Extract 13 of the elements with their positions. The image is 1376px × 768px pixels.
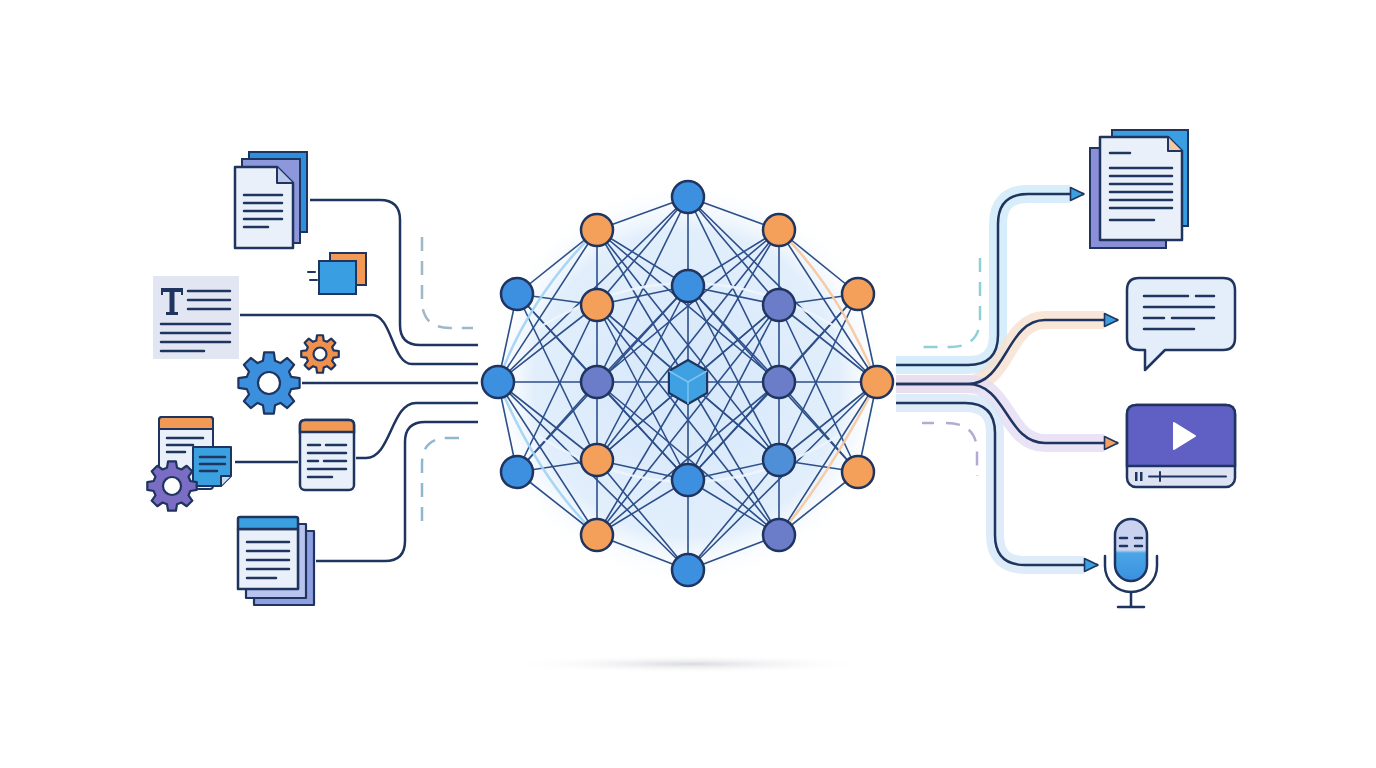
connector-line [240, 313, 478, 366]
connector-line [310, 198, 478, 347]
document-stack-icon [233, 150, 310, 250]
document-stack-icon [236, 515, 316, 607]
connector-line [316, 420, 478, 563]
text-document-icon [152, 275, 240, 360]
connector-line [302, 381, 478, 385]
documents-gear-icon [145, 414, 235, 514]
form-icon [298, 418, 356, 492]
arrow [896, 382, 1119, 451]
connector-line [235, 460, 298, 464]
gear-icon [236, 350, 302, 416]
connector-line [356, 401, 478, 460]
